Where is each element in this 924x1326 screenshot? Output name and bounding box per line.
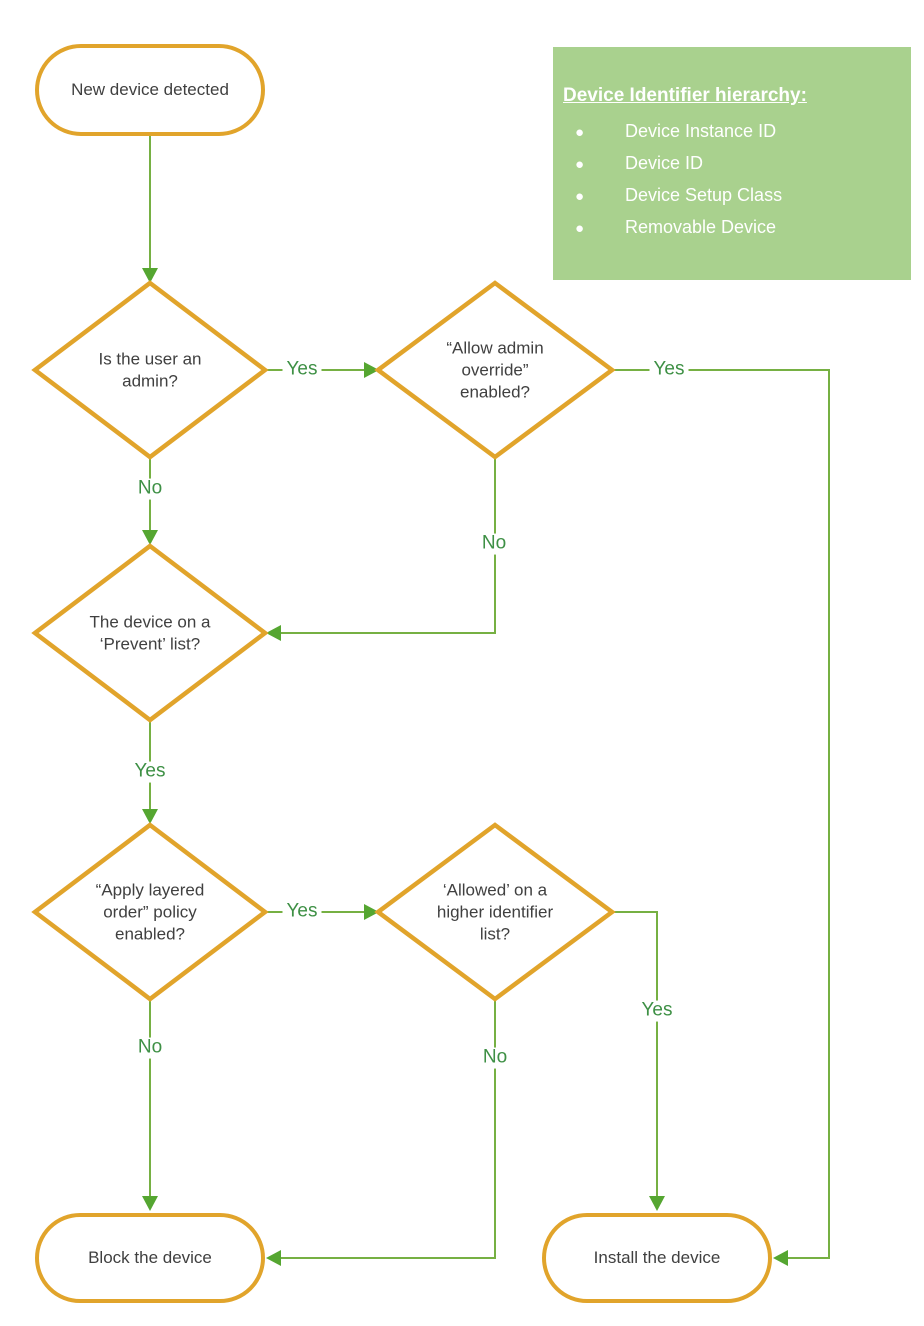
connector-allowed-no-to-block [281, 1000, 496, 1259]
node-install-label: Install the device [593, 1248, 721, 1268]
info-item-label: Device Setup Class [625, 185, 783, 205]
list-item: ● Device Setup Class [563, 180, 901, 212]
edge-label-override-yes: Yes [649, 359, 689, 381]
node-install-device [542, 1213, 772, 1303]
arrowhead-icon [266, 1250, 281, 1266]
node-start [35, 44, 265, 136]
edge-label-allowed-yes: Yes [637, 1000, 677, 1022]
node-block-device [35, 1213, 265, 1303]
list-item: ● Device Instance ID [563, 116, 901, 148]
node-prevent-label: The device on a ‘Prevent’ list? [89, 612, 211, 653]
node-allowed-label: ‘Allowed’ on a higher identifier list? [436, 880, 554, 943]
info-item-label: Device Instance ID [625, 121, 777, 141]
edge-label-layered-no: No [133, 1037, 167, 1059]
arrowhead-icon [142, 1196, 158, 1211]
node-block-label: Block the device [88, 1248, 212, 1268]
edge-label-prevent-yes: Yes [130, 761, 170, 783]
arrowhead-icon [773, 1250, 788, 1266]
connector-allowed-yes-to-install [612, 911, 658, 1196]
arrowhead-icon [364, 362, 379, 378]
diamond-device-on-prevent-list [31, 543, 269, 723]
edge-label-layered-yes: Yes [282, 901, 322, 923]
arrowhead-icon [142, 530, 158, 545]
bullet-icon: ● [575, 124, 585, 141]
diamond-allow-admin-override [374, 280, 616, 460]
info-item-label: Removable Device [625, 217, 777, 237]
arrowhead-icon [649, 1196, 665, 1211]
edge-label-override-no: No [477, 533, 511, 555]
bullet-icon: ● [575, 156, 585, 173]
edge-label-admin-yes: Yes [282, 359, 322, 381]
arrowhead-icon [266, 625, 281, 641]
diamond-allowed-higher-identifier [374, 822, 616, 1002]
bullet-icon: ● [575, 220, 585, 237]
node-start-label: New device detected [71, 80, 229, 100]
arrowhead-icon [364, 904, 379, 920]
edge-label-admin-no: No [133, 478, 167, 500]
node-layered-label: “Apply layered order” policy enabled? [95, 880, 205, 943]
list-item: ● Removable Device [563, 212, 901, 244]
info-box-title: Device Identifier hierarchy: [563, 85, 807, 106]
list-item: ● Device ID [563, 148, 901, 180]
diamond-is-user-admin [31, 280, 269, 460]
connector-override-no-to-prevent [281, 458, 496, 634]
node-override-label: “Allow admin override” enabled? [446, 338, 544, 401]
device-identifier-hierarchy-box: Device Identifier hierarchy: ● Device In… [553, 47, 911, 280]
connector-override-yes-to-install [612, 369, 830, 1259]
edge-label-allowed-no: No [478, 1047, 512, 1069]
info-item-label: Device ID [625, 153, 704, 173]
node-admin-label: Is the user an admin? [98, 349, 202, 390]
diamond-apply-layered-order [31, 822, 269, 1002]
arrowhead-icon [142, 268, 158, 283]
bullet-icon: ● [575, 188, 585, 205]
arrowhead-icon [142, 809, 158, 824]
